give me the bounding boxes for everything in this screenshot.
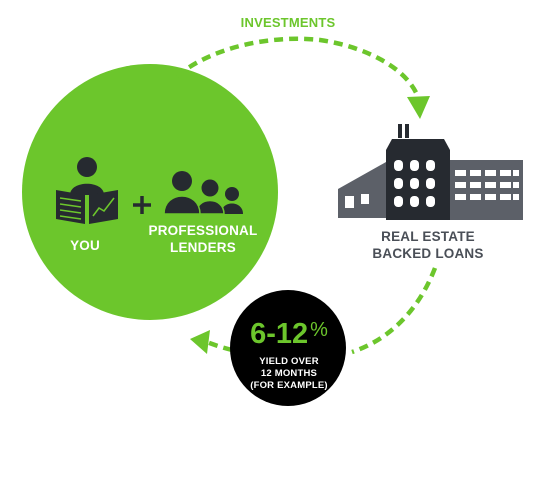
newspaper-reader-icon	[56, 157, 118, 224]
professional-lenders-label: PROFESSIONAL LENDERS	[148, 223, 258, 255]
real-estate-loans-label: REAL ESTATE BACKED LOANS	[372, 229, 484, 261]
investments-label: INVESTMENTS	[240, 15, 336, 30]
yield-range-value: 6-12	[250, 318, 309, 350]
yield-circle	[230, 290, 346, 406]
returns-arrow	[190, 267, 438, 355]
people-group-icon	[163, 171, 243, 215]
investments-arrow	[175, 36, 430, 119]
you-lenders-circle	[22, 64, 278, 320]
plus-icon	[133, 196, 151, 214]
building-icon	[338, 124, 523, 220]
yield-description: YIELD OVER 12 MONTHS (FOR EXAMPLE)	[250, 356, 328, 391]
yield-percent-sign: %	[310, 319, 328, 341]
you-label: YOU	[70, 238, 100, 253]
yield-range: 6-12%	[233, 318, 345, 351]
